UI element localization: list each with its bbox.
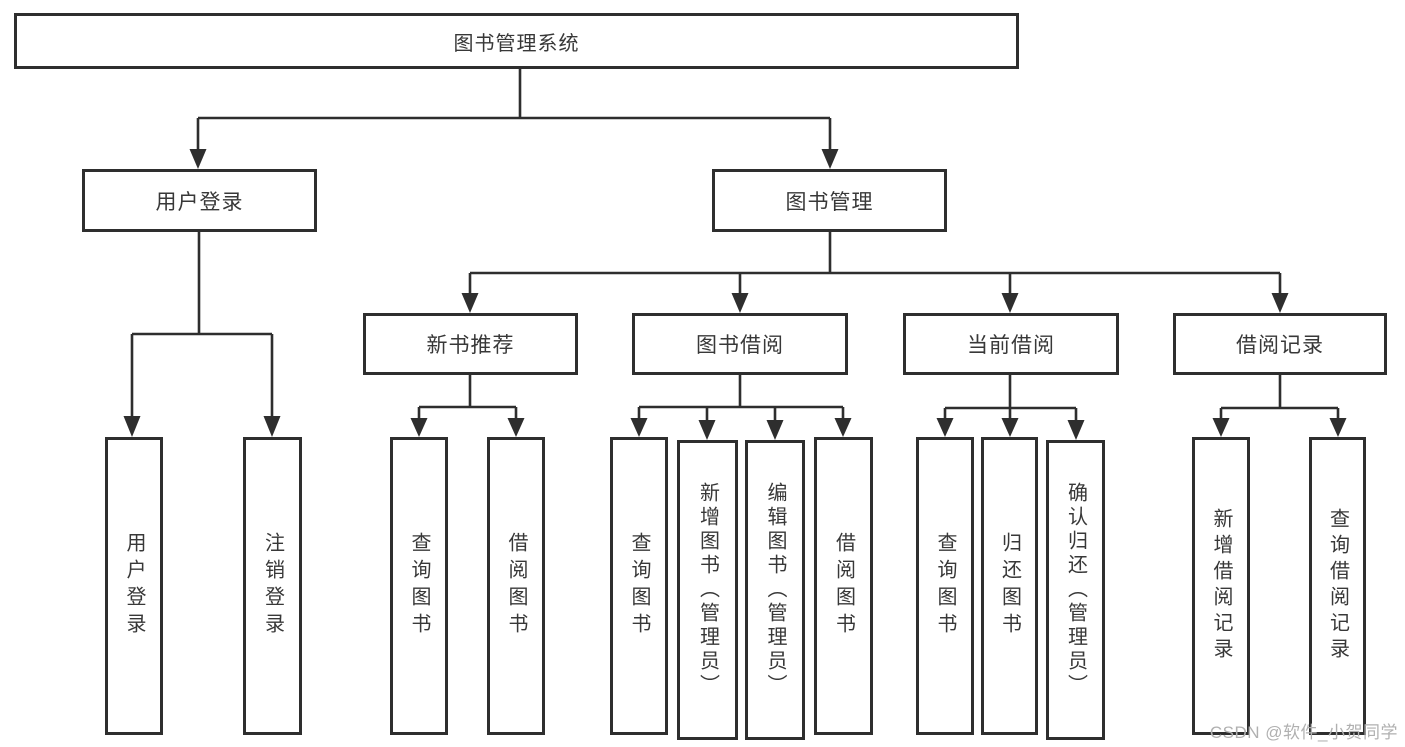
- arrowhead: [1212, 418, 1230, 437]
- arrowhead: [410, 418, 428, 437]
- arrowhead: [1001, 418, 1019, 437]
- arrowhead: [821, 149, 839, 169]
- arrowhead: [1067, 420, 1085, 440]
- arrowhead: [766, 420, 784, 440]
- arrowhead: [461, 293, 479, 313]
- arrowhead: [263, 416, 281, 437]
- node-current-borrow: 当前借阅: [903, 313, 1119, 375]
- node-book-borrow: 图书借阅: [632, 313, 848, 375]
- node-user-login: 用户登录: [82, 169, 317, 232]
- leaf-query-books-2: 查询图书: [610, 437, 668, 735]
- node-root: 图书管理系统: [14, 13, 1019, 69]
- arrowhead: [189, 149, 207, 169]
- arrowhead: [936, 418, 954, 437]
- leaf-confirm-return-admin: 确认归还（管理员）: [1046, 440, 1105, 740]
- node-book-mgmt: 图书管理: [712, 169, 947, 232]
- leaf-query-borrow-record: 查询借阅记录: [1309, 437, 1366, 735]
- leaf-return-book: 归还图书: [981, 437, 1038, 735]
- leaf-borrow-books-1: 借阅图书: [487, 437, 545, 735]
- leaf-query-books-1: 查询图书: [390, 437, 448, 735]
- leaf-add-borrow-record: 新增借阅记录: [1192, 437, 1250, 735]
- leaf-edit-book-admin: 编辑图书（管理员）: [745, 440, 805, 740]
- arrowhead: [731, 293, 749, 313]
- leaf-user-login: 用户登录: [105, 437, 163, 735]
- arrowhead: [630, 418, 648, 437]
- leaf-borrow-books-2: 借阅图书: [814, 437, 873, 735]
- leaf-logout: 注销登录: [243, 437, 302, 735]
- arrowhead: [834, 418, 852, 437]
- node-borrow-records: 借阅记录: [1173, 313, 1387, 375]
- leaf-query-books-3: 查询图书: [916, 437, 974, 735]
- leaf-add-book-admin: 新增图书（管理员）: [677, 440, 738, 740]
- arrowhead: [1329, 418, 1347, 437]
- csdn-watermark: CSDN @软件_小贺同学: [1209, 723, 1398, 742]
- arrowhead: [1001, 293, 1019, 313]
- node-new-book-rec: 新书推荐: [363, 313, 578, 375]
- arrowhead: [698, 420, 716, 440]
- arrowhead: [507, 418, 525, 437]
- arrowhead: [1271, 293, 1289, 313]
- arrowhead: [123, 416, 141, 437]
